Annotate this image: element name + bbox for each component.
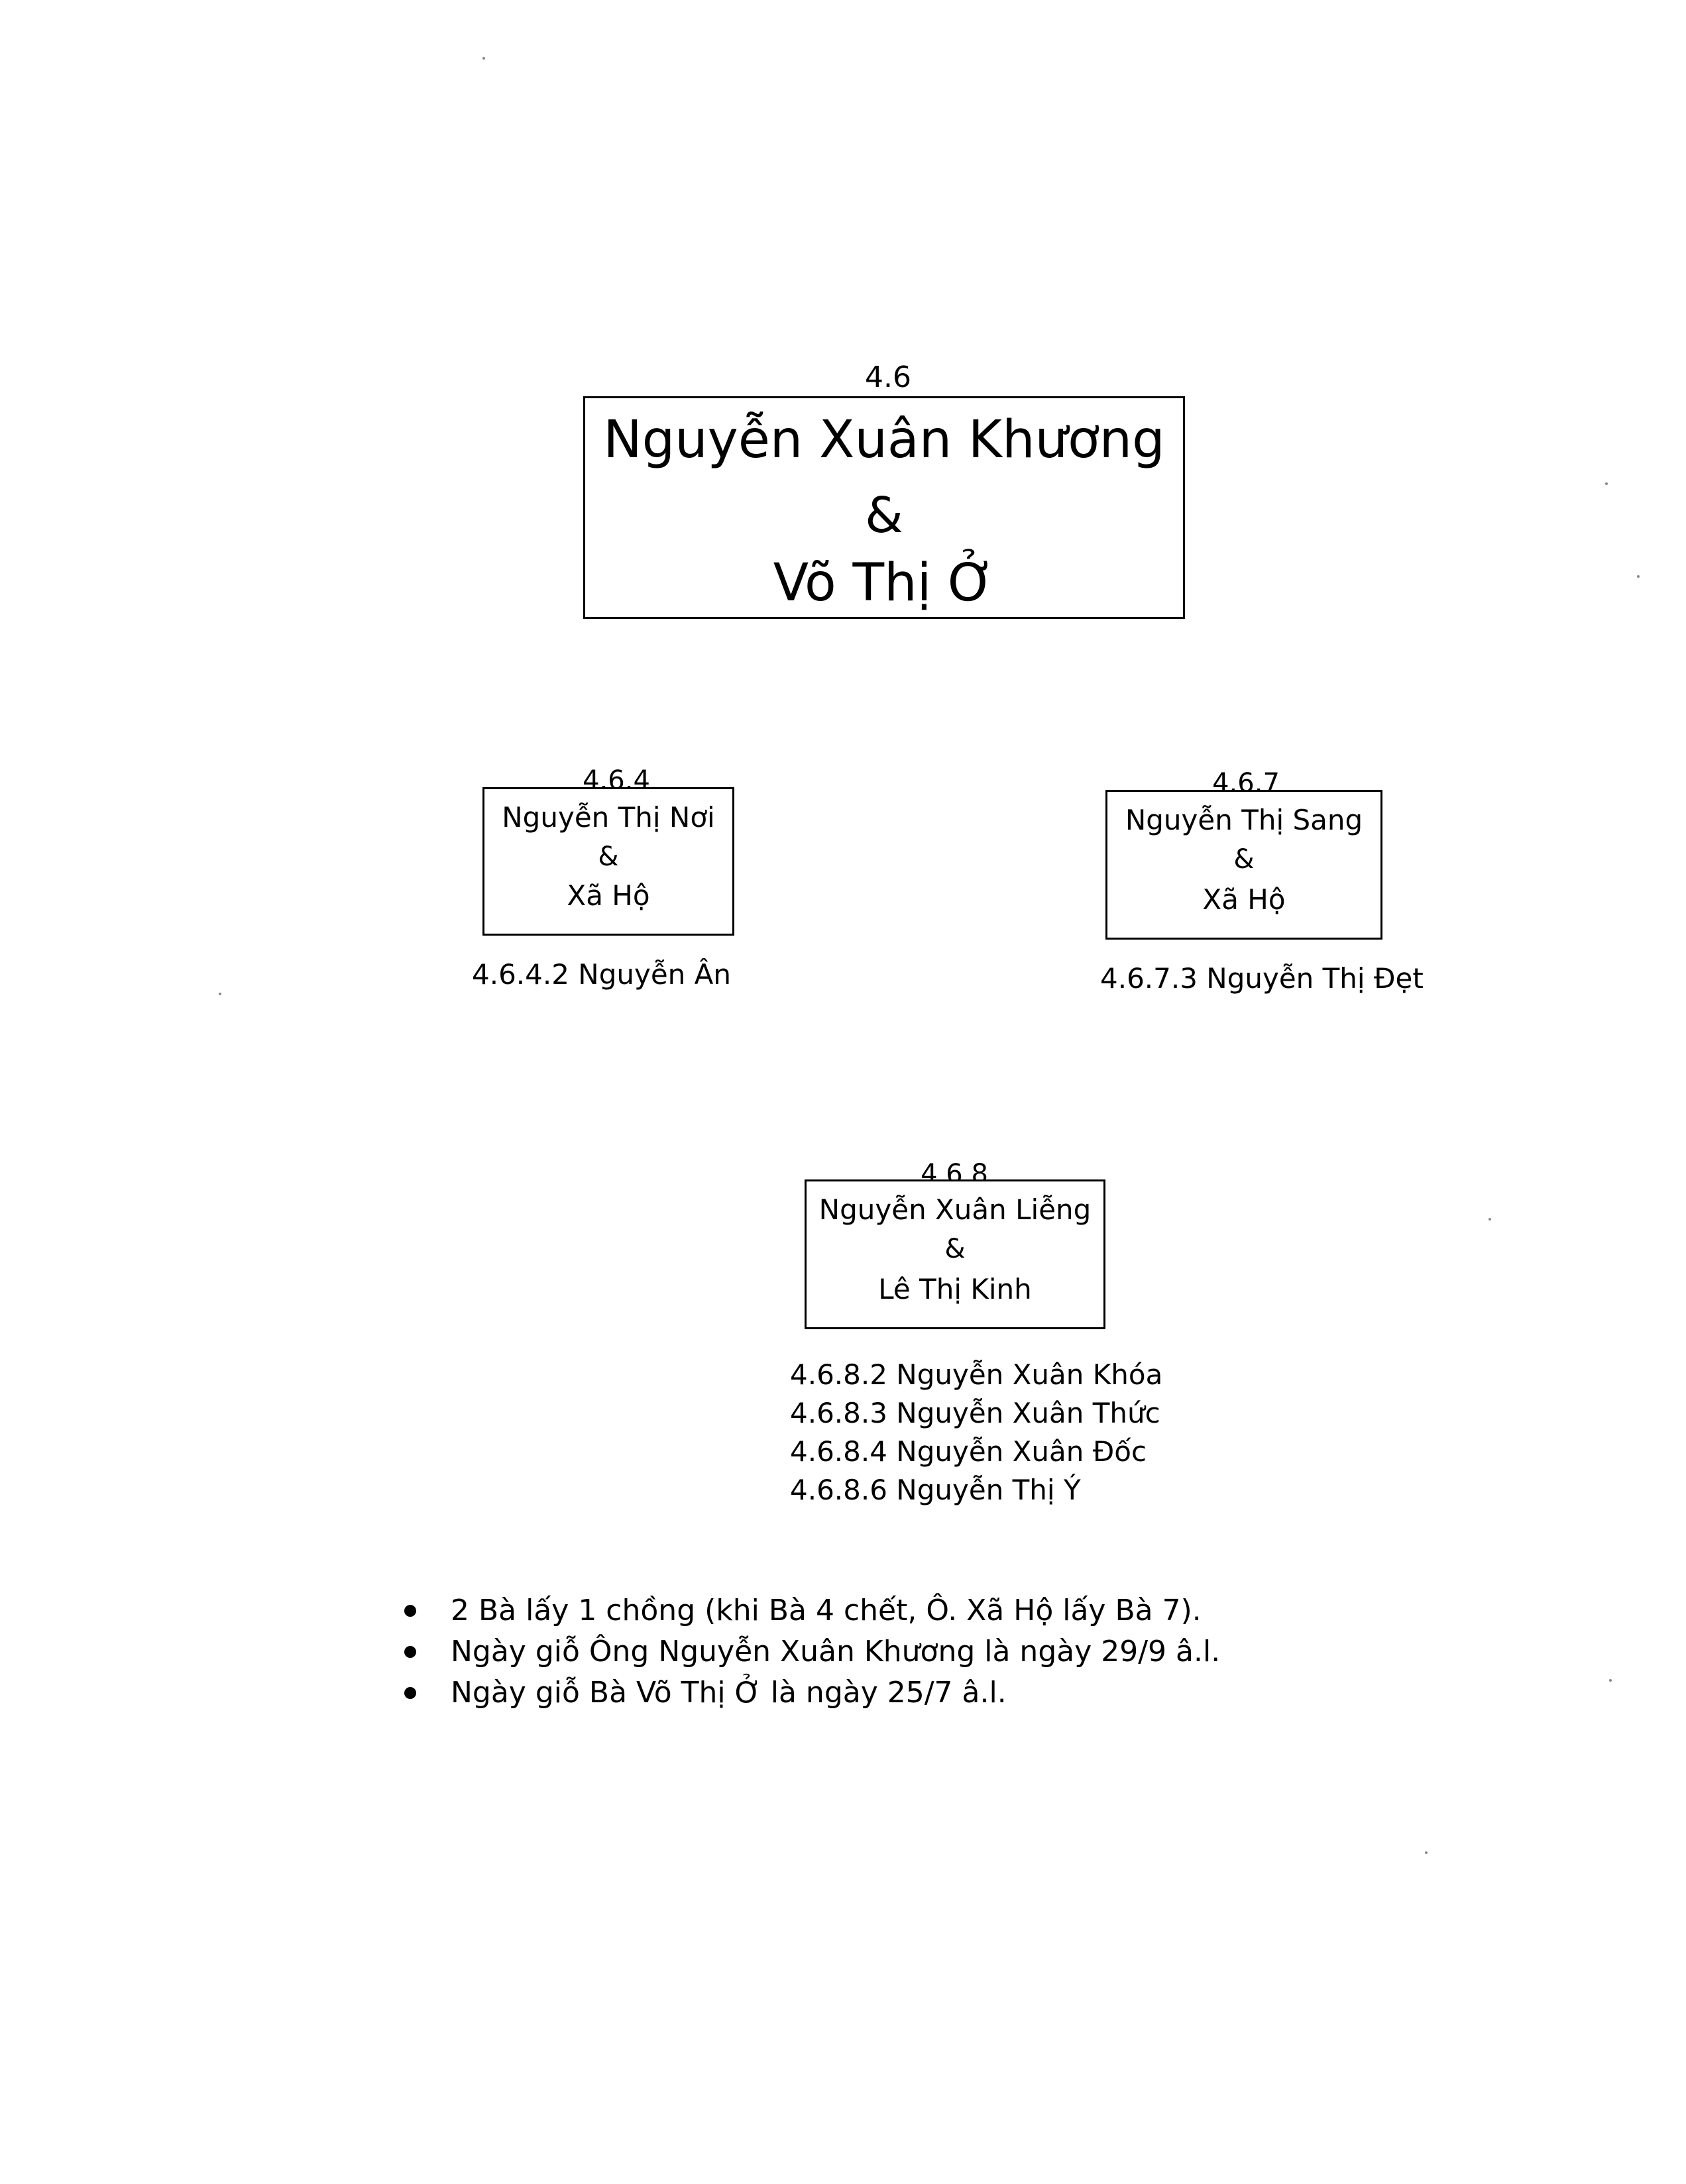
scan-speck <box>1609 1679 1612 1682</box>
branch-468-child: 4.6.8.2 Nguyễn Xuân Khóa <box>790 1358 1163 1391</box>
note-item: Ngày giỗ Bà Võ Thị Ở là ngày 25/7 â.l. <box>391 1672 1220 1714</box>
note-item: Ngày giỗ Ông Nguyễn Xuân Khương là ngày … <box>391 1631 1220 1672</box>
branch-468-line2: Lê Thị Kinh <box>878 1273 1032 1305</box>
branch-464-child: 4.6.4.2 Nguyễn Ân <box>472 958 732 991</box>
scan-speck <box>1489 1218 1491 1221</box>
branch-464-line2: Xã Hộ <box>567 879 650 912</box>
bullet-icon <box>404 1605 416 1617</box>
branch-467-ampersand: & <box>1233 844 1255 875</box>
note-text: Ngày giỗ Bà Võ Thị Ở là ngày 25/7 â.l. <box>451 1676 1007 1710</box>
branch-468-ampersand: & <box>944 1234 966 1264</box>
branch-467-line2: Xã Hộ <box>1202 883 1286 916</box>
scan-speck <box>219 993 221 995</box>
scan-speck <box>1605 482 1608 485</box>
branch-464-ampersand: & <box>598 842 619 872</box>
scan-speck <box>482 57 485 60</box>
branch-467-line1: Nguyễn Thị Sang <box>1125 804 1363 836</box>
branch-464-box: Nguyễn Thị Nơi & Xã Hộ <box>482 787 734 936</box>
main-husband-name: Nguyễn Xuân Khương <box>603 410 1165 470</box>
branch-468-child: 4.6.8.6 Nguyễn Thị Ý <box>790 1474 1081 1506</box>
branch-468-child: 4.6.8.3 Nguyễn Xuân Thức <box>790 1397 1160 1429</box>
branch-468-line1: Nguyễn Xuân Liễng <box>818 1193 1092 1226</box>
main-couple-code: 4.6 <box>865 360 911 394</box>
scan-speck <box>1637 575 1640 578</box>
main-wife-name: Võ Thị Ở <box>773 553 995 613</box>
branch-468-box: Nguyễn Xuân Liễng & Lê Thị Kinh <box>805 1179 1105 1329</box>
bullet-icon <box>404 1646 416 1658</box>
note-text: Ngày giỗ Ông Nguyễn Xuân Khương là ngày … <box>451 1635 1221 1668</box>
branch-467-child: 4.6.7.3 Nguyễn Thị Đẹt <box>1100 962 1424 995</box>
scan-speck <box>1425 1851 1428 1854</box>
main-couple-box: Nguyễn Xuân Khương & Võ Thị Ở <box>583 396 1185 619</box>
bullet-icon <box>404 1687 416 1699</box>
notes-list: 2 Bà lấy 1 chồng (khi Bà 4 chết, Ô. Xã H… <box>391 1590 1220 1714</box>
main-ampersand: & <box>865 487 903 544</box>
branch-464-line1: Nguyễn Thị Nơi <box>502 801 715 834</box>
note-text: 2 Bà lấy 1 chồng (khi Bà 4 chết, Ô. Xã H… <box>451 1594 1202 1627</box>
branch-468-child: 4.6.8.4 Nguyễn Xuân Đốc <box>790 1435 1147 1468</box>
branch-467-box: Nguyễn Thị Sang & Xã Hộ <box>1105 790 1382 940</box>
note-item: 2 Bà lấy 1 chồng (khi Bà 4 chết, Ô. Xã H… <box>391 1590 1220 1631</box>
